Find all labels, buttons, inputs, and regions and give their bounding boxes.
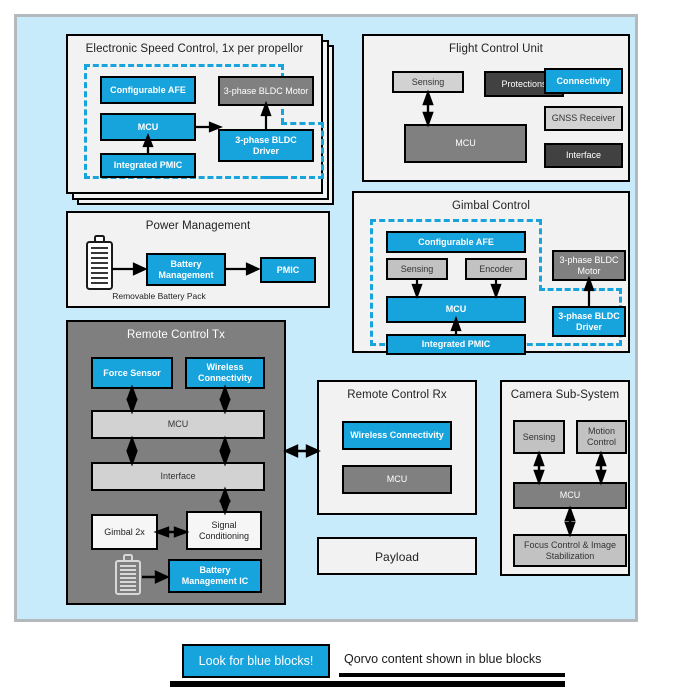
- battery-icon: [86, 235, 113, 290]
- section-gimbal-control: Gimbal Control Configurable AFE Sensing …: [352, 191, 630, 355]
- power-caption-removable-battery-pack: Removable Battery Pack: [112, 291, 206, 301]
- battery-icon-tx: [115, 554, 141, 595]
- gimbal-block-bldc-driver[interactable]: 3-phase BLDC Driver: [552, 306, 626, 337]
- gimbal-block-sensing[interactable]: Sensing: [386, 258, 448, 280]
- legend-underline-bottom: [170, 681, 565, 687]
- camera-title: Camera Sub-System: [510, 389, 620, 401]
- camera-block-mcu[interactable]: MCU: [513, 482, 627, 509]
- gimbal-block-mcu[interactable]: MCU: [386, 296, 526, 323]
- rc-rx-block-wireless-connectivity[interactable]: Wireless Connectivity: [342, 421, 452, 450]
- power-block-pmic[interactable]: PMIC: [260, 257, 316, 283]
- camera-block-motion-control[interactable]: Motion Control: [576, 420, 627, 454]
- rc-tx-block-force-sensor[interactable]: Force Sensor: [91, 357, 173, 389]
- esc-qorvo-scope-ext-top: [281, 122, 324, 125]
- legend-underline-right: [339, 673, 565, 677]
- rc-rx-block-mcu[interactable]: MCU: [342, 465, 452, 494]
- rc-tx-block-signal-conditioning[interactable]: Signal Conditioning: [186, 511, 262, 550]
- legend-note: Qorvo content shown in blue blocks: [344, 652, 542, 666]
- section-camera-sub-system: Camera Sub-System Sensing Motion Control…: [500, 380, 630, 576]
- esc-block-bldc-driver[interactable]: 3-phase BLDC Driver: [218, 129, 314, 162]
- esc-block-mcu[interactable]: MCU: [100, 113, 196, 141]
- section-remote-control-tx: Remote Control Tx Force Sensor Wireless …: [66, 320, 286, 605]
- payload-title: Payload: [374, 550, 420, 564]
- esc-block-integrated-pmic[interactable]: Integrated PMIC: [100, 153, 196, 178]
- gimbal-block-configurable-afe[interactable]: Configurable AFE: [386, 231, 526, 253]
- esc-block-bldc-motor[interactable]: 3-phase BLDC Motor: [218, 76, 314, 106]
- gimbal-title: Gimbal Control: [451, 200, 531, 212]
- legend-blue-blocks-button[interactable]: Look for blue blocks!: [182, 644, 330, 678]
- section-esc: Electronic Speed Control, 1x per propell…: [66, 34, 324, 194]
- section-remote-control-rx: Remote Control Rx Wireless Connectivity …: [317, 380, 477, 515]
- power-title: Power Management: [145, 220, 251, 232]
- rc-tx-block-battery-management-ic[interactable]: Battery Management IC: [168, 559, 262, 593]
- fcu-title: Flight Control Unit: [449, 43, 543, 55]
- section-flight-control-unit: Flight Control Unit Sensing Protections …: [362, 34, 630, 182]
- fcu-block-sensing[interactable]: Sensing: [392, 71, 464, 93]
- rc-tx-title: Remote Control Tx: [127, 329, 225, 341]
- gimbal-block-integrated-pmic[interactable]: Integrated PMIC: [386, 334, 526, 355]
- rc-tx-block-mcu[interactable]: MCU: [91, 410, 265, 439]
- gimbal-block-encoder[interactable]: Encoder: [465, 258, 527, 280]
- section-payload: Payload: [317, 537, 477, 575]
- fcu-block-gnss-receiver[interactable]: GNSS Receiver: [544, 106, 623, 131]
- fcu-block-interface[interactable]: Interface: [544, 143, 623, 168]
- power-block-battery-management[interactable]: Battery Management: [146, 253, 226, 286]
- gimbal-qorvo-scope-right-seg: [539, 219, 542, 291]
- fcu-block-connectivity[interactable]: Connectivity: [544, 68, 623, 94]
- rc-tx-block-interface[interactable]: Interface: [91, 462, 265, 491]
- esc-title: Electronic Speed Control, 1x per propell…: [85, 43, 304, 55]
- rc-tx-block-wireless-connectivity[interactable]: Wireless Connectivity: [185, 357, 265, 389]
- esc-block-configurable-afe[interactable]: Configurable AFE: [100, 76, 196, 104]
- camera-block-focus-control[interactable]: Focus Control & Image Stabilization: [513, 534, 627, 567]
- esc-qorvo-scope-ext: [264, 122, 324, 179]
- camera-block-sensing[interactable]: Sensing: [513, 420, 565, 454]
- section-power-management: Power Management Battery Management PMIC…: [66, 211, 330, 308]
- rc-rx-title: Remote Control Rx: [347, 389, 447, 401]
- rc-tx-block-gimbal-2x[interactable]: Gimbal 2x: [91, 514, 158, 550]
- fcu-block-mcu[interactable]: MCU: [404, 124, 527, 163]
- gimbal-block-bldc-motor[interactable]: 3-phase BLDC Motor: [552, 250, 626, 281]
- diagram-canvas: Electronic Speed Control, 1x per propell…: [14, 14, 638, 622]
